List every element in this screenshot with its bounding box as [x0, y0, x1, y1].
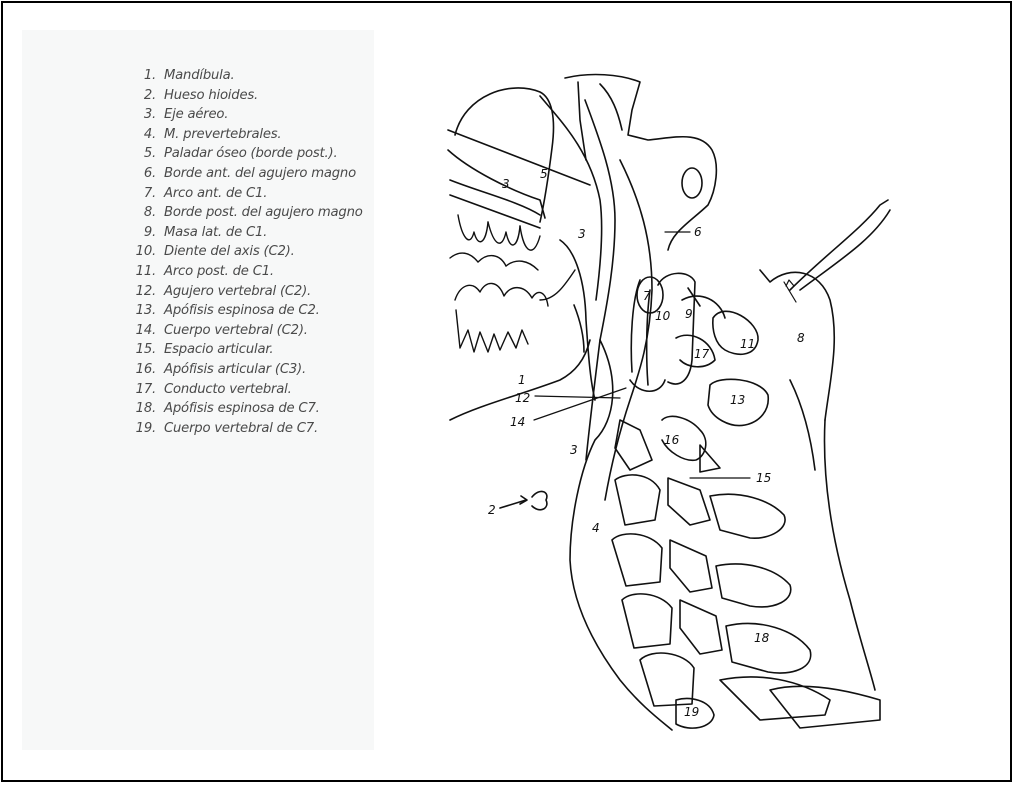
- label-1: 1: [518, 373, 526, 387]
- label-11: 11: [740, 337, 755, 351]
- label-15: 15: [756, 471, 771, 485]
- label-8: 8: [797, 331, 805, 345]
- label-3-b: 3: [578, 227, 586, 241]
- airway-soft-tissue: [570, 100, 672, 730]
- teeth: [450, 215, 575, 352]
- label-14: 14: [510, 415, 525, 429]
- mandible: [450, 96, 602, 420]
- diagram-labels: 3 5 3 6 7 8 9 10 11 12 13 14 15 16 17 18…: [488, 167, 805, 719]
- label-9: 9: [685, 307, 693, 321]
- label-17: 17: [694, 347, 710, 361]
- hyoid: [500, 491, 547, 509]
- label-4: 4: [592, 521, 600, 535]
- label-2: 2: [488, 503, 496, 517]
- occipital-hole: [682, 168, 702, 198]
- label-19: 19: [684, 705, 699, 719]
- label-7: 7: [643, 289, 651, 303]
- label-3-c: 3: [570, 443, 578, 457]
- label-10: 10: [655, 309, 671, 323]
- palate-outline: [448, 88, 590, 228]
- posterior-neck: [760, 200, 890, 690]
- label-12: 12: [515, 391, 530, 405]
- label-3-a: 3: [502, 177, 510, 191]
- label-5: 5: [540, 167, 548, 181]
- label-13: 13: [730, 393, 745, 407]
- label-18: 18: [754, 631, 770, 645]
- label-16: 16: [664, 433, 680, 447]
- label-6: 6: [694, 225, 702, 239]
